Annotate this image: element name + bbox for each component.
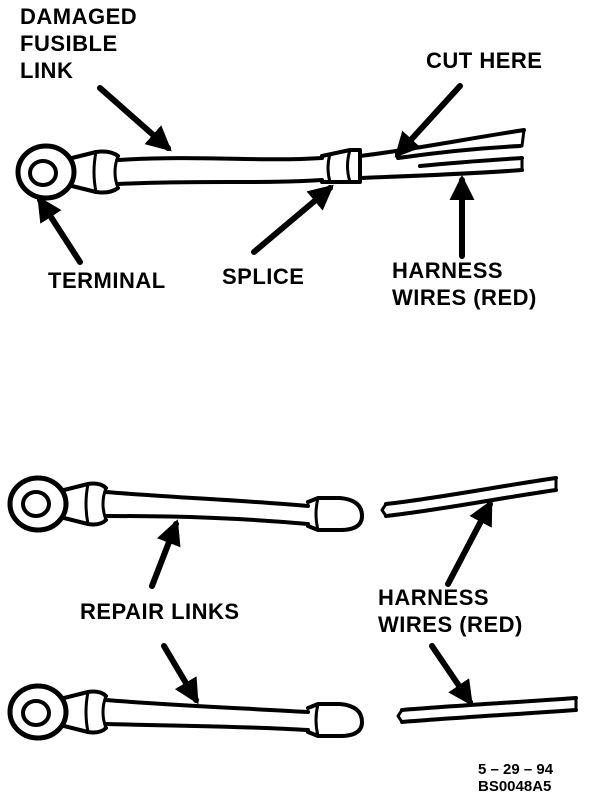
label-harness-top-line2: WIRES (RED) (392, 285, 537, 310)
cut-here-arrow (394, 83, 463, 158)
label-harness-bottom-line1: HARNESS (378, 585, 490, 610)
bottom-figure (7, 475, 578, 741)
top-splice (320, 148, 362, 184)
label-harness-bottom: HARNESS WIRES (RED) (378, 584, 523, 638)
top-figure (15, 83, 526, 265)
label-harness-top-line1: HARNESS (392, 258, 504, 283)
harness-wires-arrow-down (429, 643, 473, 707)
harness-wire-lower (396, 696, 578, 724)
label-cut-here: CUT HERE (426, 48, 543, 73)
label-harness-bottom-line2: WIRES (RED) (378, 612, 523, 637)
label-damaged-line2: FUSIBLE (20, 31, 118, 56)
repair-link-lower (7, 683, 364, 741)
top-fusible-link-wire (116, 156, 324, 186)
damaged-link-arrow (97, 85, 172, 152)
terminal-arrow (37, 195, 83, 265)
splice-arrow (251, 184, 334, 255)
label-harness-top: HARNESS WIRES (RED) (392, 257, 537, 311)
reference-code: BS0048A5 (478, 778, 552, 795)
label-repair-links: REPAIR LINKS (80, 599, 240, 624)
reference-date: 5 – 29 – 94 (478, 761, 554, 778)
reference-block: 5 – 29 – 94 BS0048A5 (478, 761, 553, 795)
repair-links-arrow-down (161, 643, 199, 705)
repair-link-upper (7, 475, 364, 533)
top-harness-wires (358, 128, 526, 180)
harness-wire-upper (380, 476, 558, 518)
label-splice: SPLICE (222, 264, 305, 289)
repair-links-arrow-up (149, 519, 181, 589)
top-ring-terminal (15, 143, 120, 201)
label-damaged: DAMAGED FUSIBLE LINK (20, 3, 137, 84)
harness-wires-arrow-up (445, 499, 493, 587)
label-terminal: TERMINAL (48, 268, 166, 293)
label-damaged-line1: DAMAGED (20, 4, 138, 29)
label-damaged-line3: LINK (20, 58, 74, 83)
